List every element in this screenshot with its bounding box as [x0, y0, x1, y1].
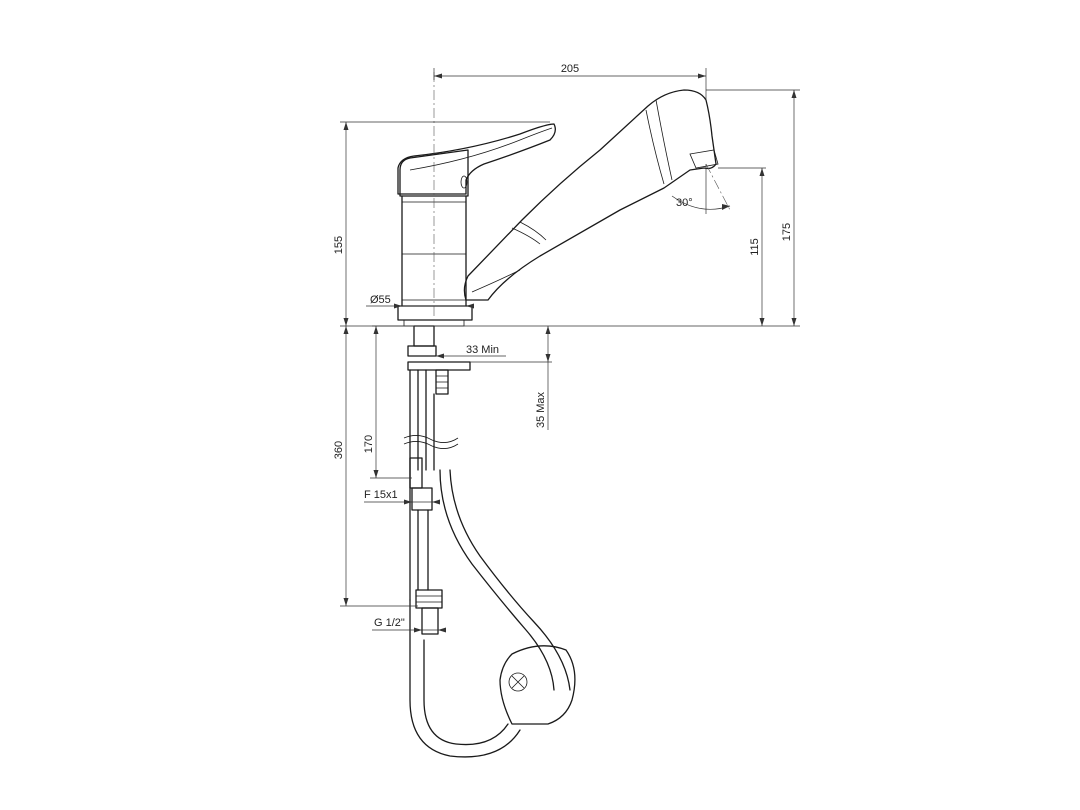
spray-axis — [705, 163, 731, 211]
break-line — [403, 435, 459, 449]
lever-crease — [409, 127, 553, 171]
lever-indicator — [460, 175, 468, 189]
dim-connector-length: 170 — [363, 325, 414, 479]
spout-joint — [511, 221, 547, 245]
spray-outlet — [689, 149, 719, 169]
pull-out-hose-lower — [409, 599, 521, 758]
pull-out-spout — [463, 89, 719, 301]
dim-reach: 205 — [433, 63, 707, 100]
worktop-thickness-label: 35 Max — [535, 391, 547, 428]
connector-length-label: 170 — [363, 435, 375, 453]
cartridge-cap — [399, 149, 469, 197]
flexible-thread-label: F 15x1 — [364, 489, 398, 501]
dim-overall-height: 175 — [706, 89, 800, 326]
weight-screw-head — [508, 672, 528, 692]
dim-worktop-thickness: 35 Max — [470, 326, 552, 430]
lever-handle — [397, 123, 556, 195]
shank — [413, 325, 435, 347]
hose-length-label: 360 — [333, 441, 345, 459]
dim-outlet-height: 115 — [718, 167, 766, 326]
inlet-hose — [417, 509, 429, 591]
supply-tube-right — [425, 369, 435, 471]
under-counter-parts — [403, 325, 576, 758]
dim-spray-angle: 30° — [671, 164, 731, 214]
fixing-plate — [407, 361, 471, 371]
reference-lines — [340, 72, 800, 327]
dim-inlet-thread: G 1/2" — [372, 617, 446, 633]
lever-outline — [397, 123, 556, 195]
overall-height-label: 175 — [781, 223, 793, 241]
pull-out-hose-upper — [439, 469, 571, 691]
base-washer — [403, 319, 465, 327]
outlet-height-label: 115 — [749, 238, 761, 256]
spray-angle-label: 30° — [676, 197, 693, 209]
connector-fitting — [409, 457, 423, 489]
upper-washer — [407, 345, 437, 357]
dim-body-height: 155 — [333, 121, 550, 326]
inlet-thread-end — [421, 607, 439, 635]
spout-highlight — [471, 269, 521, 293]
connector-nut — [411, 487, 433, 511]
spray-head-seam — [645, 99, 673, 185]
dim-mounting-hole: 33 Min — [436, 344, 506, 359]
body-cylinder — [401, 195, 467, 307]
dim-flexible-thread: F 15x1 — [364, 489, 440, 505]
base-plate — [397, 305, 473, 321]
stud-thread — [436, 375, 448, 389]
mounting-hole-label: 33 Min — [466, 344, 499, 356]
hose-counterweight — [499, 645, 576, 725]
weight-screw-slot — [511, 675, 525, 689]
dim-base-diameter: Ø55 — [366, 294, 474, 309]
inlet-hex-nut — [415, 589, 443, 609]
reach-label: 205 — [561, 63, 579, 75]
body-height-label: 155 — [333, 236, 345, 254]
faucet-body — [397, 149, 473, 327]
inlet-thread-label: G 1/2" — [374, 617, 405, 629]
spout-outline — [463, 89, 717, 301]
dim-hose-length: 360 — [333, 326, 418, 607]
supply-tube-left — [409, 369, 419, 601]
inlet-hex-lines — [416, 595, 442, 603]
base-diameter-label: Ø55 — [370, 294, 391, 306]
